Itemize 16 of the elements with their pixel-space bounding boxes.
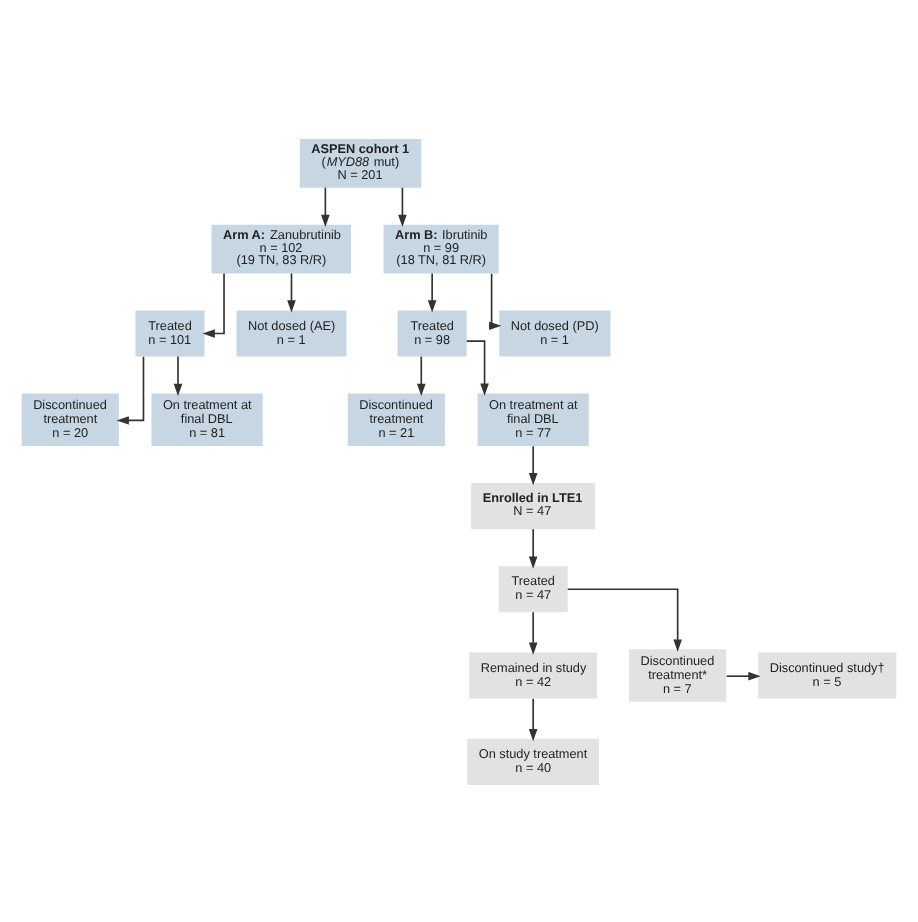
arrow [528, 696, 538, 741]
arrow [528, 444, 538, 485]
arrow [566, 587, 682, 651]
arrow [528, 527, 538, 568]
arrow [427, 271, 437, 312]
arrow [202, 271, 225, 337]
arrow [398, 185, 407, 226]
arrow [416, 354, 426, 396]
arrow [321, 185, 330, 226]
arrow [725, 670, 761, 680]
arrow [528, 610, 538, 654]
arrow [466, 339, 489, 395]
arrow [287, 271, 296, 312]
arrow [489, 271, 502, 330]
arrow [173, 354, 183, 396]
arrow [116, 354, 145, 424]
